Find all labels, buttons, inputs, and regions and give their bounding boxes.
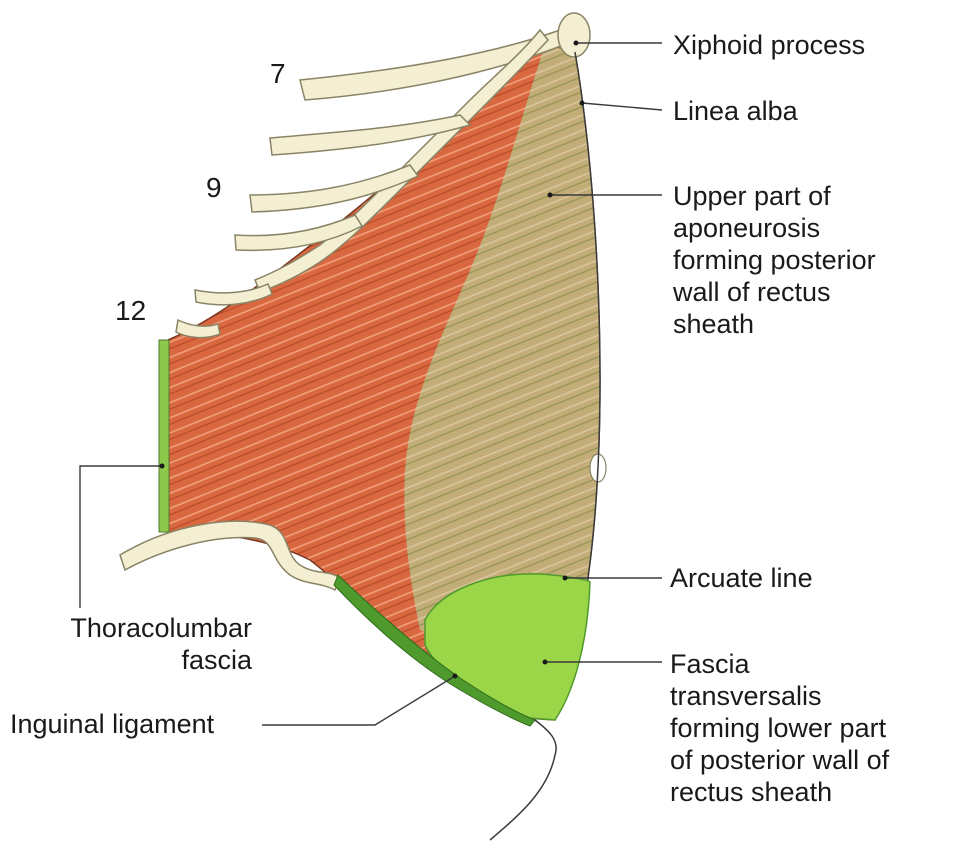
label-fascia-transversalis: Fascia transversalis forming lower part … — [670, 648, 889, 808]
leader-linea-alba — [582, 103, 662, 110]
rib-number-7: 7 — [270, 58, 286, 90]
leader-thoracolumbar — [80, 466, 162, 608]
fascia-transversalis — [425, 574, 590, 720]
rib-number-9: 9 — [206, 172, 222, 204]
rib-number-12: 12 — [115, 295, 146, 327]
label-thoracolumbar-fascia: Thoracolumbar fascia — [40, 612, 252, 676]
label-xiphoid-process: Xiphoid process — [673, 29, 865, 61]
label-upper-aponeurosis: Upper part of aponeurosis forming poster… — [673, 180, 876, 340]
thoracolumbar-fascia — [159, 340, 169, 532]
xiphoid-process — [558, 13, 590, 57]
label-arcuate-line: Arcuate line — [670, 562, 813, 594]
pubic-outline — [490, 720, 556, 840]
leader-inguinal — [262, 676, 455, 725]
label-linea-alba: Linea alba — [673, 95, 798, 127]
label-inguinal-ligament: Inguinal ligament — [10, 708, 214, 740]
